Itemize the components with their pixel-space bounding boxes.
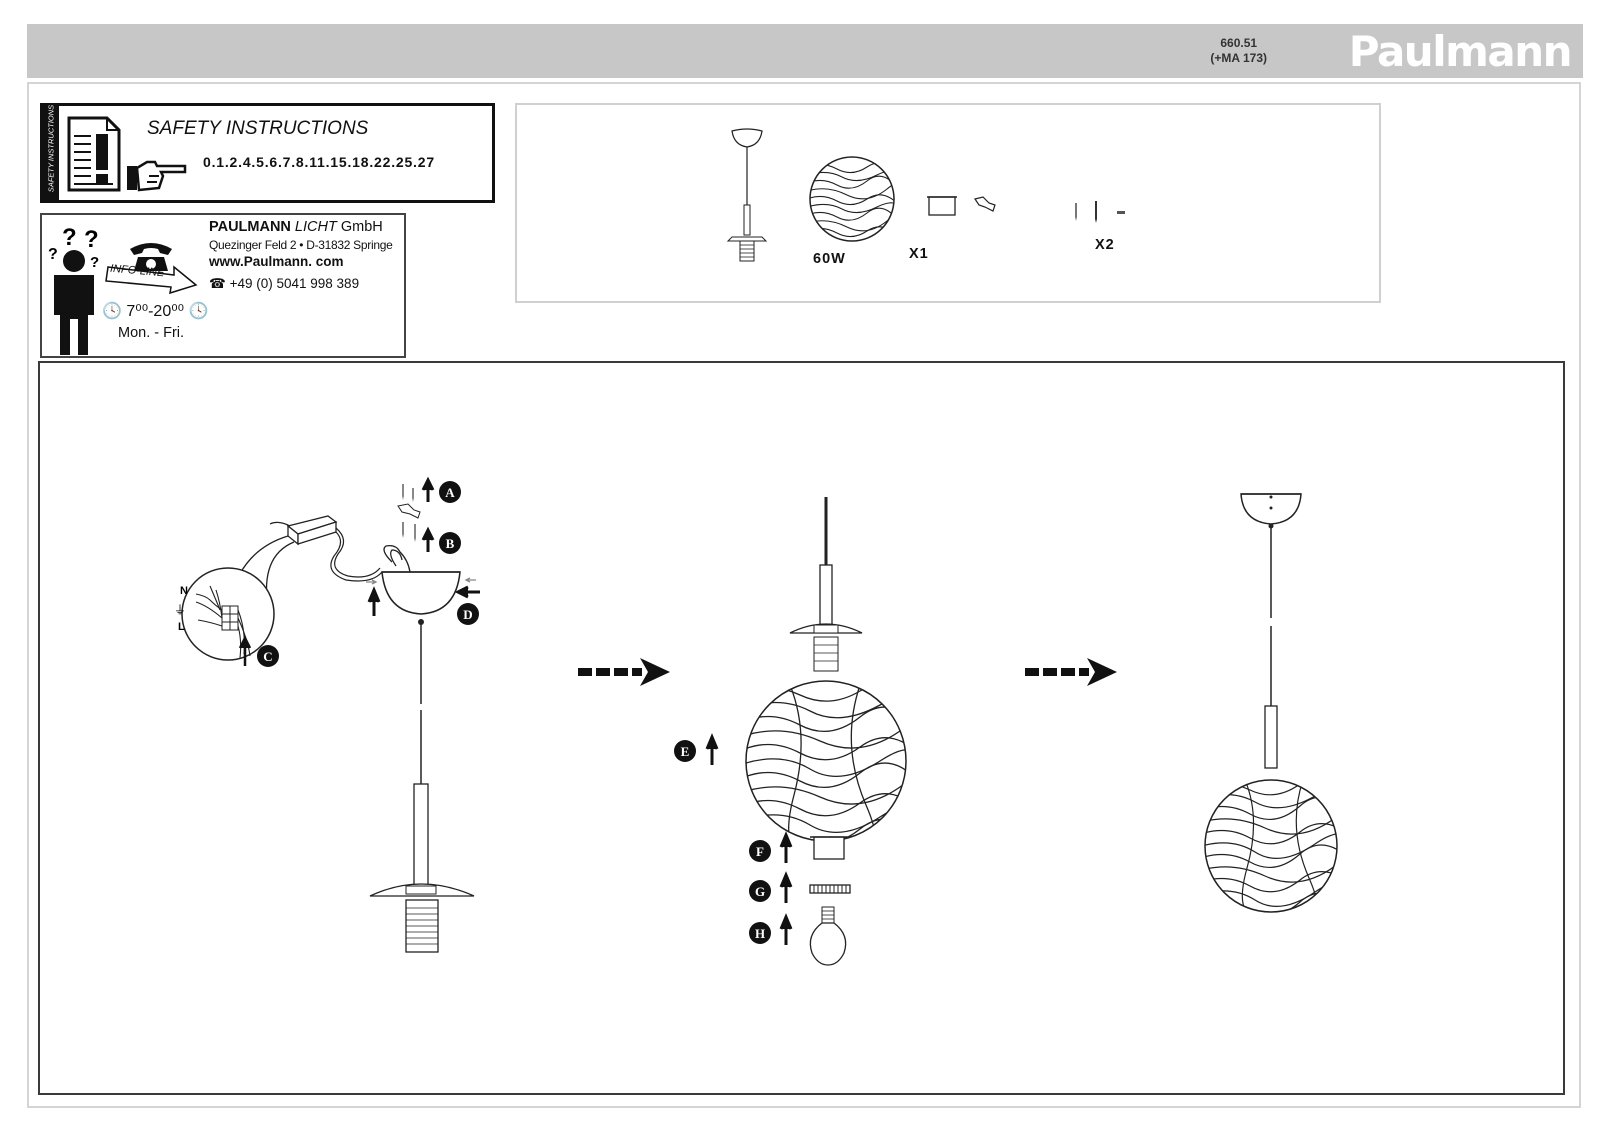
company-phone: ☎ +49 (0) 5041 998 389 <box>209 276 359 292</box>
step-g-badge: G <box>755 884 765 899</box>
ground-icon: ⏚ <box>174 603 186 617</box>
opening-days: Mon. - Fri. <box>118 325 185 341</box>
company-name-italic: LICHT <box>294 219 337 235</box>
opening-hours: 🕓 7⁰⁰-20⁰⁰ 🕓 <box>102 301 208 321</box>
clock-icon: 🕓 <box>102 303 122 320</box>
step-e-badge: E <box>681 744 690 759</box>
step-arrow-1 <box>578 658 670 686</box>
bracket-part <box>974 196 996 212</box>
assembly-diagram-box <box>38 361 1565 1095</box>
clock-icon: 🕓 <box>188 303 209 320</box>
quantity-x2-label: X2 <box>1095 237 1115 253</box>
question-person-icon: ? ? ? ? <box>48 224 99 355</box>
step-b-badge: B <box>446 536 455 551</box>
hours-text: 7⁰⁰-20⁰⁰ <box>126 303 185 320</box>
screws-part <box>1075 201 1125 223</box>
wire-n-label: N <box>180 585 188 597</box>
contact-box: ? ? ? ? INFO-LINE PAULMANN LICHT GmbH Qu… <box>40 213 406 358</box>
pendant-fixture-part <box>726 128 768 262</box>
brand-logo: Paulmann <box>1348 27 1573 76</box>
quantity-x1-label: X1 <box>909 246 929 262</box>
step-a-badge: A <box>445 485 455 500</box>
telephone-icon <box>130 243 172 271</box>
page-frame <box>27 82 1581 1108</box>
ring-part <box>927 196 957 216</box>
pointing-hand-icon <box>127 160 187 192</box>
bulb-wattage-label: 60W <box>813 251 846 267</box>
ceiling-installation-illustration: N ⏚ L C A B D <box>174 476 480 953</box>
step-f-badge: F <box>756 844 764 859</box>
company-website: www.Paulmann. com <box>209 254 344 269</box>
svg-text:?: ? <box>90 254 99 271</box>
safety-instructions-box: SAFETY INSTRUCTIONS SAFETY INSTRUCTIONS … <box>40 103 495 203</box>
step-h-badge: H <box>755 926 765 941</box>
svg-text:?: ? <box>62 224 77 251</box>
company-name-rest: GmbH <box>340 219 383 235</box>
wire-l-label: L <box>178 621 185 633</box>
safety-side-strip: SAFETY INSTRUCTIONS <box>43 104 59 200</box>
arrow-icon <box>105 265 198 295</box>
company-name: PAULMANN LICHT GmbH <box>209 219 383 235</box>
safety-title: SAFETY INSTRUCTIONS <box>147 118 369 139</box>
step-d-badge: D <box>463 607 472 622</box>
article-number-main: 660.51 <box>1220 36 1258 50</box>
finished-lamp-illustration <box>1204 493 1338 913</box>
step-arrow-2 <box>1025 658 1117 686</box>
document-warning-icon <box>67 116 121 192</box>
article-number-sub: (+MA 173) <box>1210 51 1267 65</box>
company-address: Quezinger Feld 2 • D-31832 Springe <box>209 238 393 252</box>
phone-number: +49 (0) 5041 998 389 <box>229 276 360 291</box>
header-bar: 660.51 (+MA 173) Paulmann <box>27 24 1583 78</box>
parts-overview-box: 60W X1 X2 <box>515 103 1381 303</box>
glass-shade-part <box>809 156 895 242</box>
svg-text:?: ? <box>84 226 99 253</box>
svg-text:?: ? <box>48 246 58 263</box>
shade-assembly-illustration: E F G H <box>674 497 907 966</box>
company-name-bold: PAULMANN <box>209 219 291 235</box>
step-c-badge: C <box>263 649 272 664</box>
safety-side-label: SAFETY INSTRUCTIONS <box>46 104 56 193</box>
safety-codes: 0.1.2.4.5.6.7.8.11.15.18.22.25.27 <box>203 154 435 170</box>
article-number: 660.51 (+MA 173) <box>1210 36 1267 66</box>
phone-icon: ☎ <box>209 276 226 291</box>
